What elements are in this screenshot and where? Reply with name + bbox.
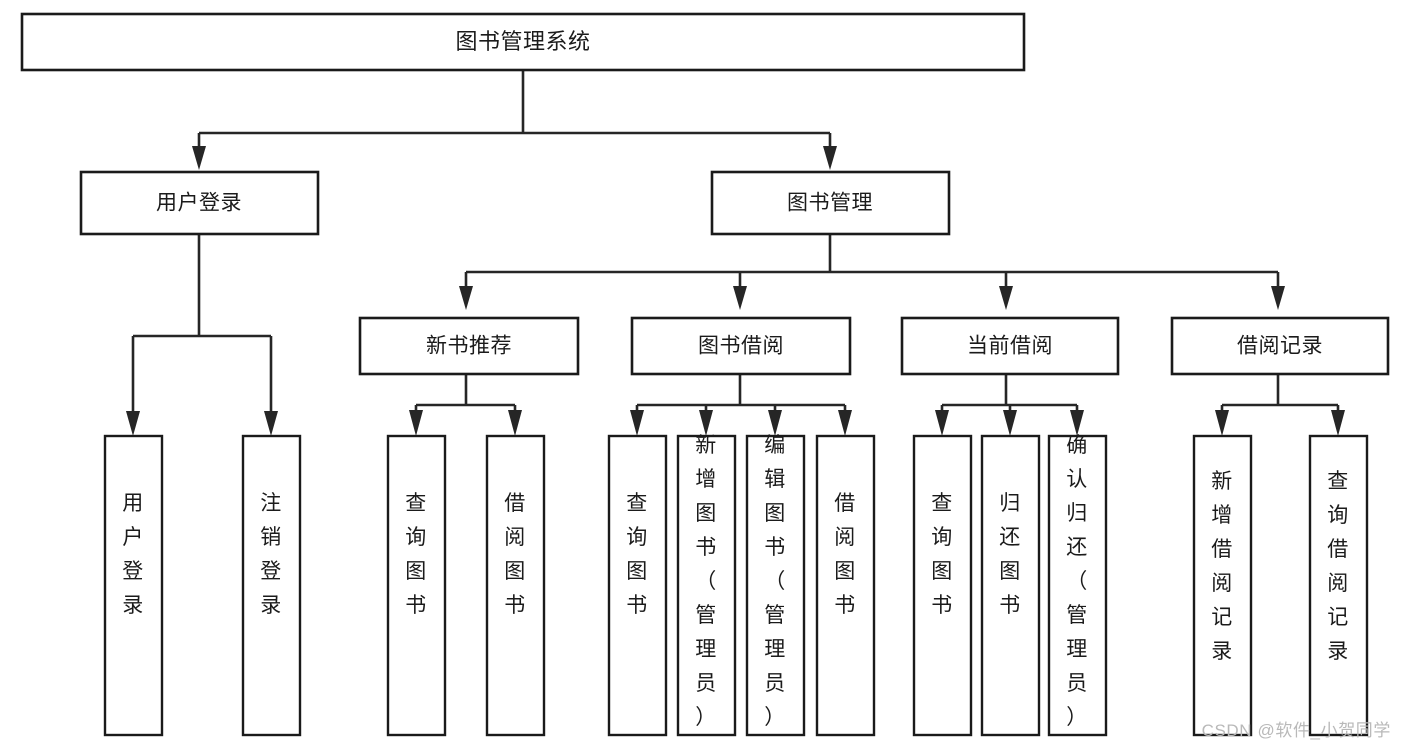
node-book-borrow-box[interactable] — [630, 316, 852, 376]
leaf-currentborrow-return-box[interactable] — [980, 434, 1041, 737]
arrow-head-borrowrecord-leaf-2 — [1331, 410, 1345, 436]
node-root[interactable]: 图书管理系统 — [20, 12, 1026, 72]
arrow-head-newbook-leaf-2 — [508, 410, 522, 436]
leaf-currentborrow-query-box[interactable] — [912, 434, 973, 737]
leaf-node-newbook-borrow[interactable]: 借阅图书 — [485, 434, 546, 737]
edges-bookmanage-to-level3 — [459, 234, 1285, 310]
node-book-manage-box[interactable] — [710, 170, 951, 236]
leaf-node-newbook-query[interactable]: 查询图书 — [386, 434, 447, 737]
edges-bookborrow-to-leaves — [630, 374, 852, 436]
leaf-bookborrow-add-label: 新增图书（管理员） — [695, 434, 717, 729]
node-current-borrow-label: 当前借阅 — [967, 335, 1053, 358]
node-new-book-recommend-box[interactable] — [358, 316, 580, 376]
arrow-head-bookborrow-leaf-1 — [630, 410, 644, 436]
leaf-currentborrow-query-label: 查询图书 — [931, 492, 953, 617]
arrow-head-bookborrow-leaf-3 — [768, 410, 782, 436]
node-book-borrow[interactable]: 图书借阅 — [630, 316, 852, 376]
arrow-head-currentborrow-leaf-3 — [1070, 410, 1084, 436]
arrow-head-bookborrow-leaf-4 — [838, 410, 852, 436]
node-book-manage[interactable]: 图书管理 — [710, 170, 951, 236]
node-book-manage-label: 图书管理 — [787, 192, 873, 215]
arrow-head-bookborrow-leaf-2 — [699, 410, 713, 436]
leaf-record-add-box[interactable] — [1192, 434, 1253, 737]
node-user-login-box[interactable] — [79, 170, 320, 236]
leaf-bookborrow-edit-box[interactable] — [745, 434, 806, 737]
node-borrow-record[interactable]: 借阅记录 — [1170, 316, 1390, 376]
leaf-logout-label: 注销登录 — [260, 492, 282, 617]
arrow-head-borrowrecord — [1271, 286, 1285, 310]
leaf-currentborrow-confirm-box[interactable] — [1047, 434, 1108, 737]
leaf-newbook-borrow-label: 借阅图书 — [504, 492, 526, 617]
arrow-head-leaf-user-login — [126, 411, 140, 436]
leaf-node-record-query[interactable]: 查询借阅记录 — [1308, 434, 1369, 737]
leaf-record-add-label: 新增借阅记录 — [1211, 470, 1233, 663]
arrow-head-bookborrow — [733, 286, 747, 310]
leaf-record-query-box[interactable] — [1308, 434, 1369, 737]
arrow-head-currentborrow-leaf-2 — [1003, 410, 1017, 436]
node-root-label: 图书管理系统 — [455, 29, 590, 54]
node-book-borrow-label: 图书借阅 — [698, 335, 784, 358]
leaf-newbook-query-box[interactable] — [386, 434, 447, 737]
leaf-node-currentborrow-return[interactable]: 归还图书 — [980, 434, 1041, 737]
edges-borrowrecord-to-leaves — [1215, 374, 1345, 436]
leaf-node-bookborrow-borrow[interactable]: 借阅图书 — [815, 434, 876, 737]
leaf-logout-box[interactable] — [241, 434, 302, 737]
leaf-newbook-borrow-box[interactable] — [485, 434, 546, 737]
leaf-bookborrow-edit-label: 编辑图书（管理员） — [764, 434, 786, 729]
leaf-user-login-box[interactable] — [103, 434, 164, 737]
arrow-head-borrowrecord-leaf-1 — [1215, 410, 1229, 436]
leaf-bookborrow-add-box[interactable] — [676, 434, 737, 737]
leaf-node-record-add[interactable]: 新增借阅记录 — [1192, 434, 1253, 737]
arrow-head-leaf-logout — [264, 411, 278, 436]
leaf-newbook-query-label: 查询图书 — [405, 492, 427, 617]
csdn-watermark: CSDN @软件_小贺同学 — [1201, 721, 1391, 740]
leaf-user-login-label: 用户登录 — [122, 492, 144, 617]
leaf-node-bookborrow-query[interactable]: 查询图书 — [607, 434, 668, 737]
leaf-node-currentborrow-confirm[interactable]: 确认归还（管理员） — [1047, 434, 1108, 737]
node-user-login-label: 用户登录 — [156, 192, 242, 215]
arrow-head-currentborrow — [999, 286, 1013, 310]
leaf-currentborrow-return-label: 归还图书 — [999, 492, 1021, 617]
edges-userlogin-to-leaves — [126, 234, 278, 436]
arrow-head-newbook — [459, 286, 473, 310]
leaf-bookborrow-borrow-box[interactable] — [815, 434, 876, 737]
node-user-login[interactable]: 用户登录 — [79, 170, 320, 236]
leaf-node-logout[interactable]: 注销登录 — [241, 434, 302, 737]
leaf-bookborrow-query-box[interactable] — [607, 434, 668, 737]
leaf-node-bookborrow-add[interactable]: 新增图书（管理员） — [676, 434, 737, 737]
leaf-node-bookborrow-edit[interactable]: 编辑图书（管理员） — [745, 434, 806, 737]
leaf-node-currentborrow-query[interactable]: 查询图书 — [912, 434, 973, 737]
edges-currentborrow-to-leaves — [935, 374, 1084, 436]
leaf-node-user-login[interactable]: 用户登录 — [103, 434, 164, 737]
node-current-borrow[interactable]: 当前借阅 — [900, 316, 1120, 376]
node-new-book-recommend[interactable]: 新书推荐 — [358, 316, 580, 376]
node-borrow-record-box[interactable] — [1170, 316, 1390, 376]
leaf-currentborrow-confirm-label: 确认归还（管理员） — [1066, 434, 1088, 729]
leaf-record-query-label: 查询借阅记录 — [1327, 470, 1349, 663]
edges-newbook-to-leaves — [409, 374, 522, 436]
leaf-bookborrow-borrow-label: 借阅图书 — [834, 492, 856, 617]
arrow-head-book-manage — [823, 146, 837, 170]
arrow-head-user-login — [192, 146, 206, 170]
edges-root-to-level2 — [192, 70, 837, 170]
arrow-head-newbook-leaf-1 — [409, 410, 423, 436]
node-current-borrow-box[interactable] — [900, 316, 1120, 376]
arrow-head-currentborrow-leaf-1 — [935, 410, 949, 436]
node-root-box[interactable] — [20, 12, 1026, 72]
node-new-book-recommend-label: 新书推荐 — [426, 335, 512, 358]
node-borrow-record-label: 借阅记录 — [1237, 335, 1323, 358]
leaf-bookborrow-query-label: 查询图书 — [626, 492, 648, 617]
